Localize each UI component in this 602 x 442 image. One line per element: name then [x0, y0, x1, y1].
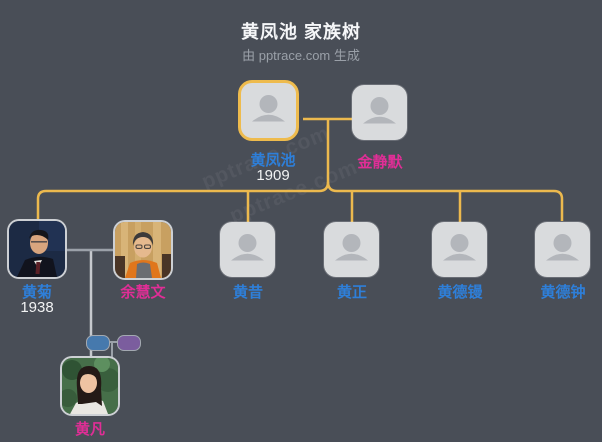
person-node-yuhuiwen[interactable] — [115, 222, 171, 278]
person-name-huangxi: 黄昔 — [232, 284, 263, 301]
person-node-huangxi[interactable] — [220, 222, 275, 277]
person-node-huangzheng[interactable] — [324, 222, 379, 277]
person-name-huangju: 黄菊 — [21, 284, 52, 301]
avatar-placeholder-icon — [252, 95, 285, 122]
person-node-huangfan[interactable] — [62, 358, 118, 414]
person-year-huangju: 1938 — [20, 299, 54, 316]
page-title: 黄凤池 家族树 — [240, 22, 361, 42]
person-node-huangdeman[interactable] — [432, 222, 487, 277]
person-node-huangju[interactable] — [9, 221, 65, 277]
mini-node-blue[interactable] — [86, 335, 110, 351]
portrait-photo-huangju — [9, 221, 65, 277]
person-node-huangdezhong[interactable] — [535, 222, 590, 277]
mini-node-purple[interactable] — [117, 335, 141, 351]
person-name-jinjingmo: 金静默 — [357, 154, 403, 171]
avatar-placeholder-icon — [231, 234, 264, 261]
avatar-placeholder-icon — [363, 97, 396, 124]
person-name-huangdeman: 黄德镘 — [437, 284, 483, 301]
portrait-photo-yuhuiwen — [115, 222, 171, 278]
person-name-huangdezhong: 黄德钟 — [540, 284, 586, 301]
rail-left — [36, 181, 330, 221]
person-name-huangfan: 黄凡 — [74, 421, 105, 438]
portrait-photo-huangfan — [62, 358, 118, 414]
person-year-huangfengchi: 1909 — [256, 167, 290, 184]
avatar-placeholder-icon — [443, 234, 476, 261]
page-subtitle: 由 pptrace.com 生成 — [242, 48, 360, 63]
avatar-placeholder-icon — [546, 234, 579, 261]
person-name-huangzheng: 黄正 — [336, 284, 367, 301]
person-name-yuhuiwen: 余慧文 — [120, 284, 166, 301]
avatar-placeholder-icon — [335, 234, 368, 261]
person-node-huangfengchi[interactable] — [238, 80, 299, 141]
person-node-jinjingmo[interactable] — [352, 85, 407, 140]
rail-right — [326, 181, 564, 221]
person-name-huangfengchi: 黄凤池 — [250, 152, 296, 169]
